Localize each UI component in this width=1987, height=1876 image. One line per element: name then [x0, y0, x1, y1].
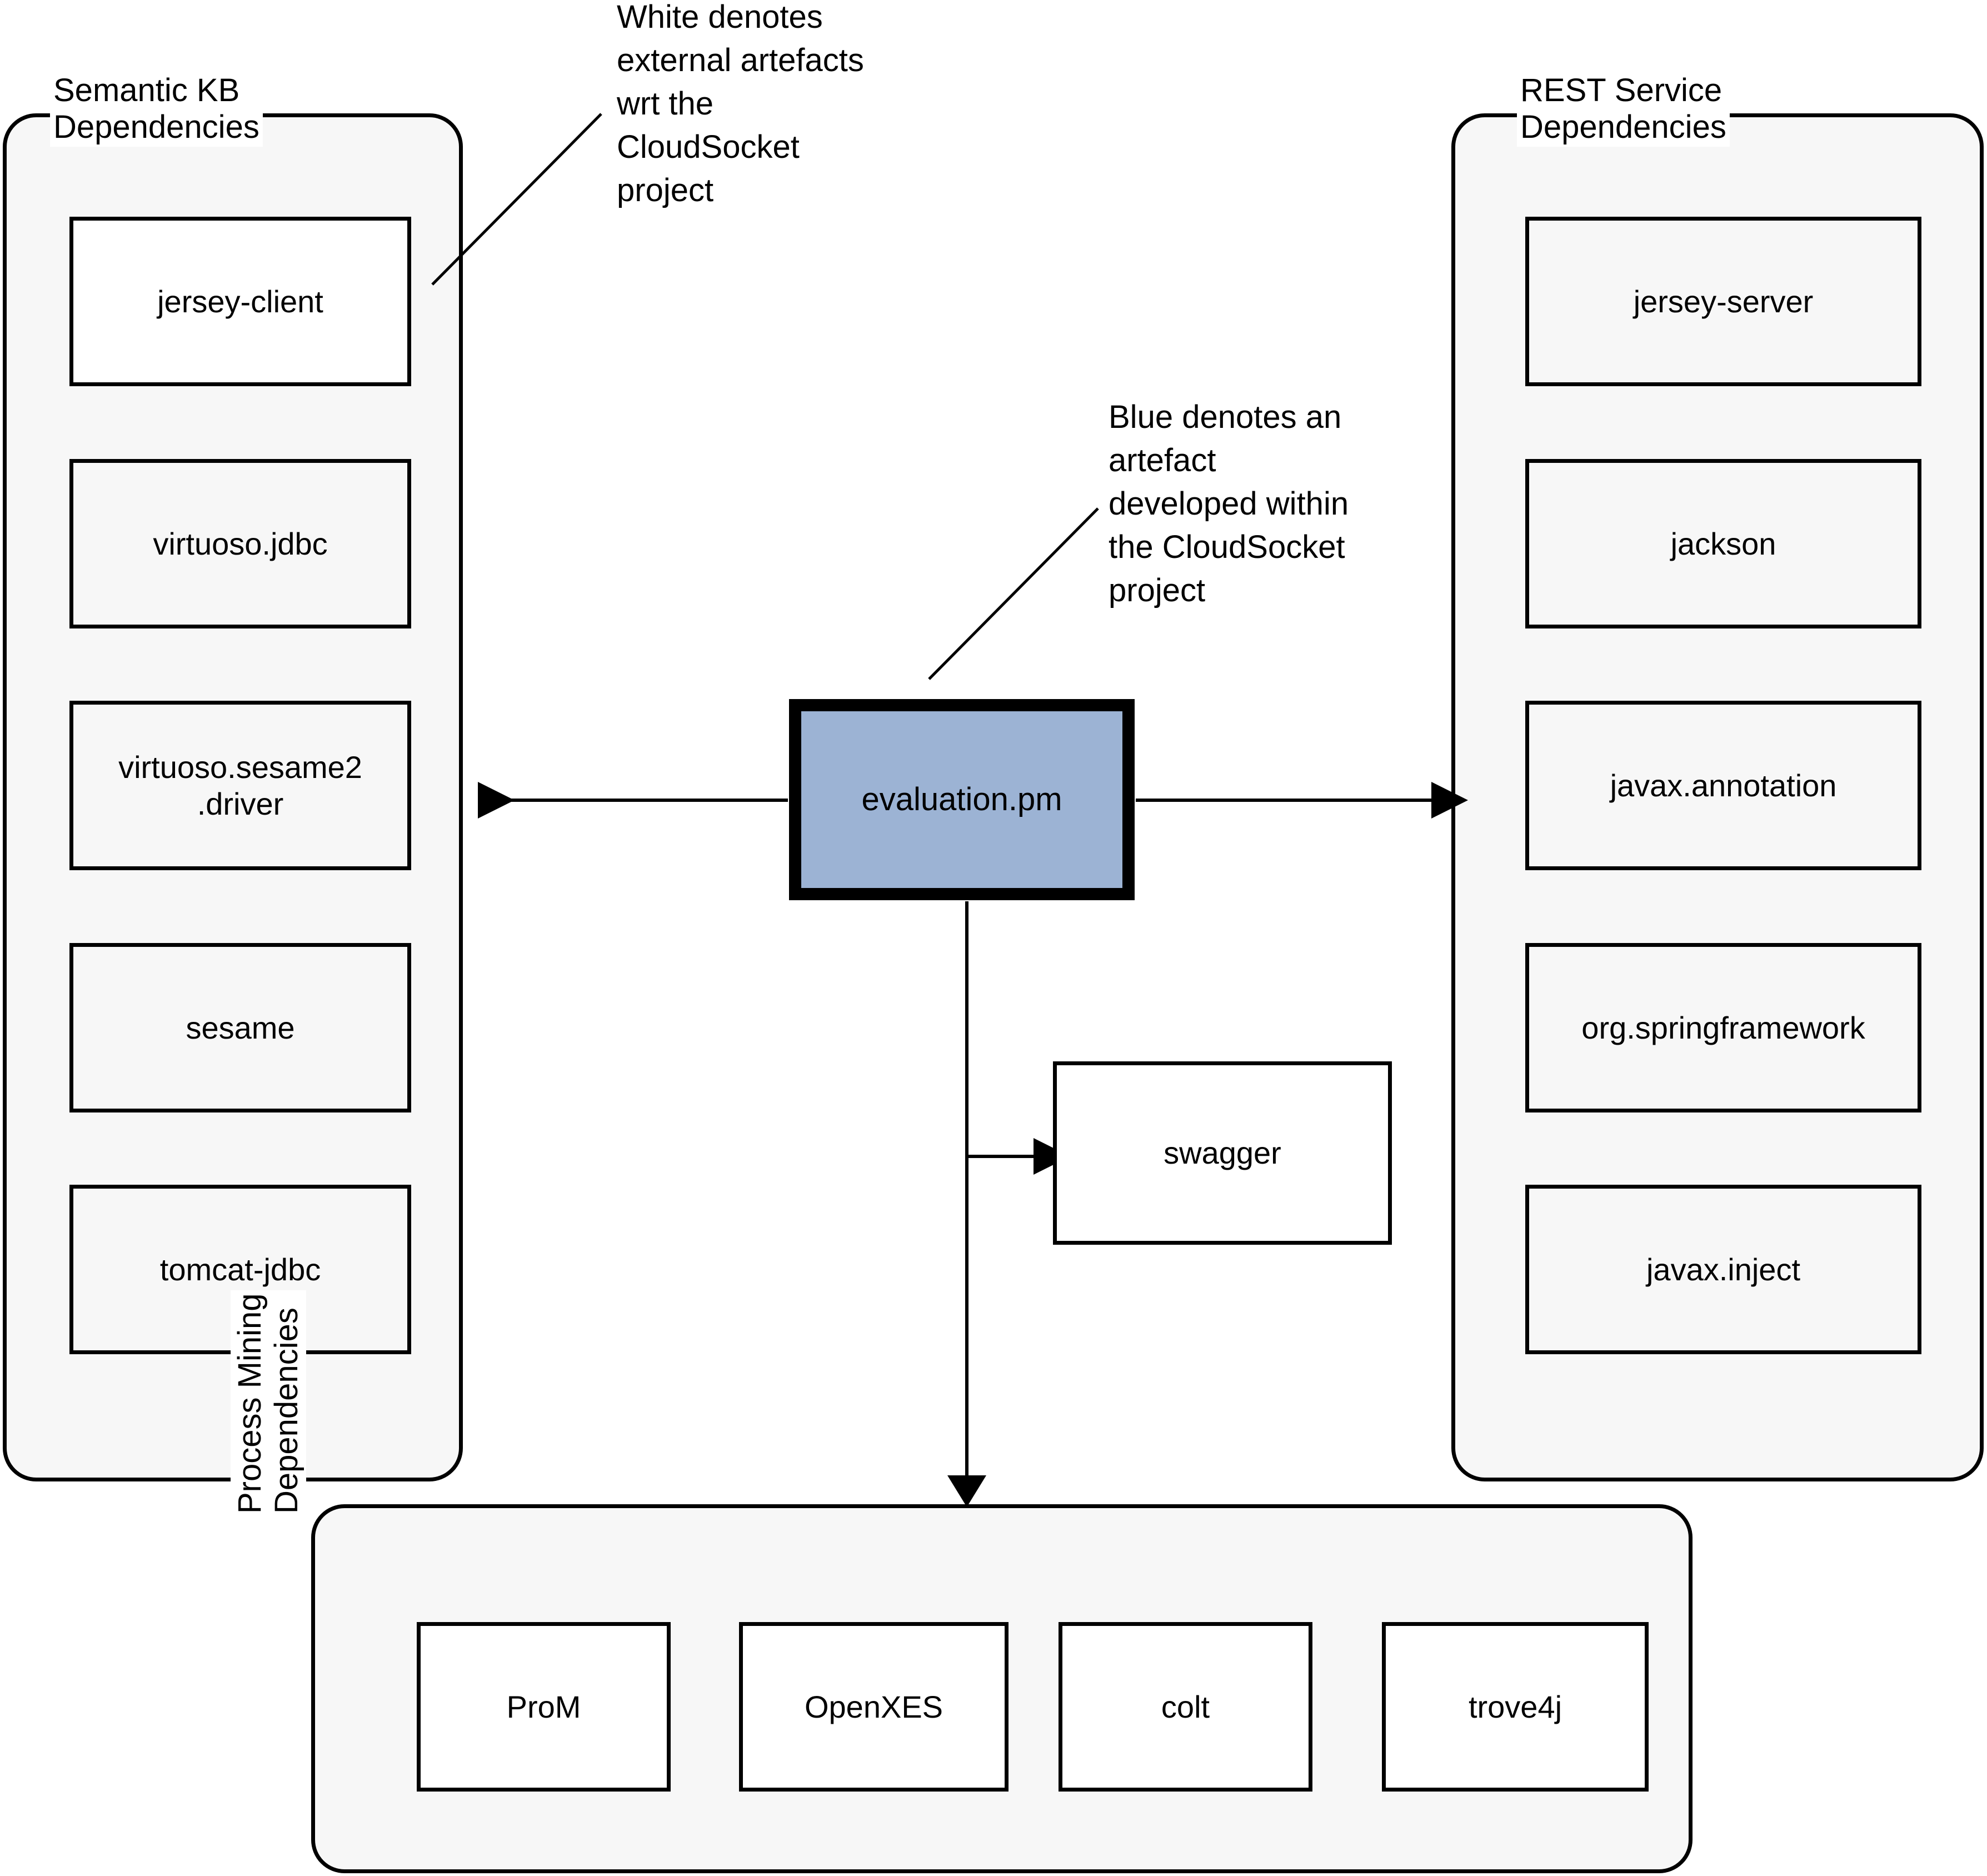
node-jackson[interactable]: jackson: [1525, 459, 1921, 628]
node-swagger[interactable]: swagger: [1053, 1061, 1392, 1245]
node-org-springframework[interactable]: org.springframework: [1525, 943, 1921, 1112]
group-title-process-mining: Process Mining Dependencies: [231, 1290, 306, 1517]
node-sesame[interactable]: sesame: [69, 943, 411, 1112]
legend-note-blue: Blue denotes an artefact developed withi…: [1109, 399, 1349, 608]
node-virtuoso-jdbc[interactable]: virtuoso.jdbc: [69, 459, 411, 628]
node-jersey-client[interactable]: jersey-client: [69, 217, 411, 386]
node-javax-inject[interactable]: javax.inject: [1525, 1185, 1921, 1354]
node-jersey-server[interactable]: jersey-server: [1525, 217, 1921, 386]
node-virtuoso-sesame2-driver[interactable]: virtuoso.sesame2 .driver: [69, 701, 411, 870]
node-openxes[interactable]: OpenXES: [739, 1622, 1009, 1792]
group-title-rest-service: REST Service Dependencies: [1517, 71, 1730, 147]
node-colt[interactable]: colt: [1059, 1622, 1312, 1792]
node-trove4j[interactable]: trove4j: [1382, 1622, 1649, 1792]
node-javax-annotation[interactable]: javax.annotation: [1525, 701, 1921, 870]
edge-to-process-mining-arrowhead: [947, 1475, 986, 1507]
leader-line-blue-note: [928, 507, 1099, 680]
node-evaluation-pm[interactable]: evaluation.pm: [789, 699, 1135, 900]
group-title-semantic-kb: Semantic KB Dependencies: [50, 71, 263, 147]
legend-note-white: White denotes external artefacts wrt the…: [617, 0, 864, 208]
node-prom[interactable]: ProM: [417, 1622, 671, 1792]
